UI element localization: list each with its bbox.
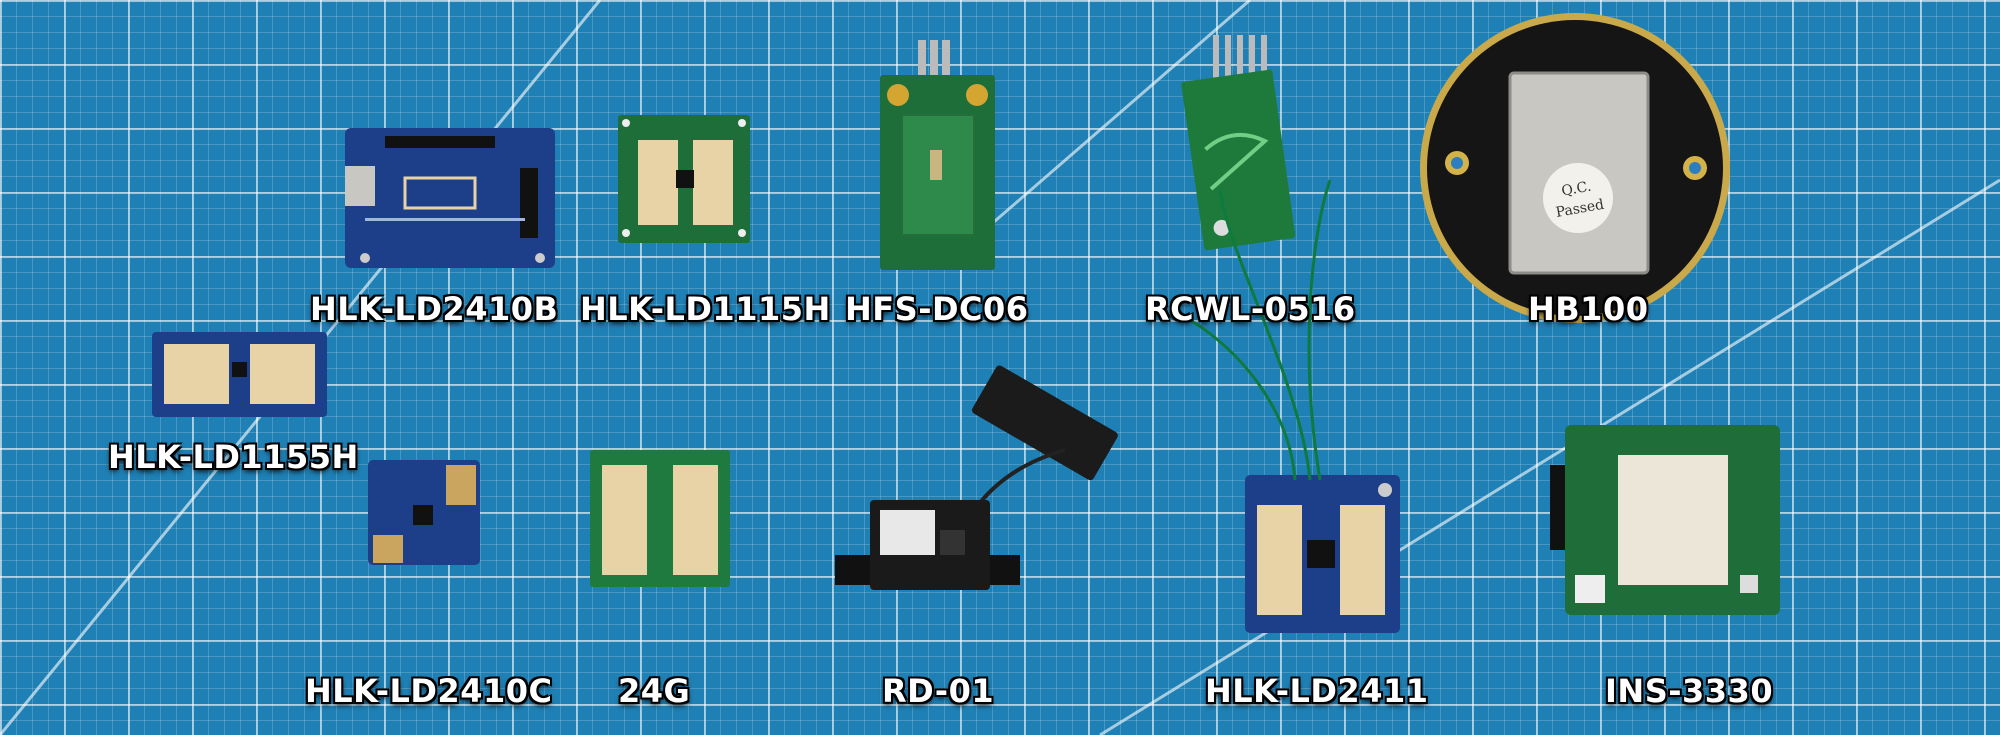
hlk-ld1155h-board	[152, 332, 327, 417]
rd-01-board	[835, 365, 1118, 590]
label-hfs-dc06: HFS-DC06	[845, 290, 1029, 328]
hfs-dc06-board	[880, 40, 995, 270]
hlk-ld1115h-board	[618, 115, 750, 243]
hlk-ld2410b-board	[345, 128, 555, 268]
hb100-board: Q.C. Passed	[1420, 13, 1730, 323]
rcwl-0516-board	[1181, 35, 1296, 251]
label-hlk-ld2410b: HLK-LD2410B	[310, 290, 559, 328]
hlk-ld2411-board	[1245, 475, 1400, 633]
label-hlk-ld2411: HLK-LD2411	[1205, 672, 1429, 710]
label-hlk-ld2410c: HLK-LD2410C	[305, 672, 553, 710]
label-hlk-ld1115h: HLK-LD1115H	[580, 290, 831, 328]
label-hb100: HB100	[1528, 290, 1649, 328]
hlk-ld2410c-board	[368, 460, 480, 565]
label-24g: 24G	[618, 672, 691, 710]
wires	[1189, 179, 1332, 481]
24g-board	[590, 450, 730, 587]
label-hlk-ld1155h: HLK-LD1155H	[108, 438, 359, 476]
svg-text:Q.C.: Q.C.	[1560, 179, 1592, 200]
ins-3330-board	[1550, 425, 1780, 615]
label-rd-01: RD-01	[882, 672, 995, 710]
label-rcwl-0516: RCWL-0516	[1145, 290, 1356, 328]
label-ins-3330: INS-3330	[1605, 672, 1774, 710]
